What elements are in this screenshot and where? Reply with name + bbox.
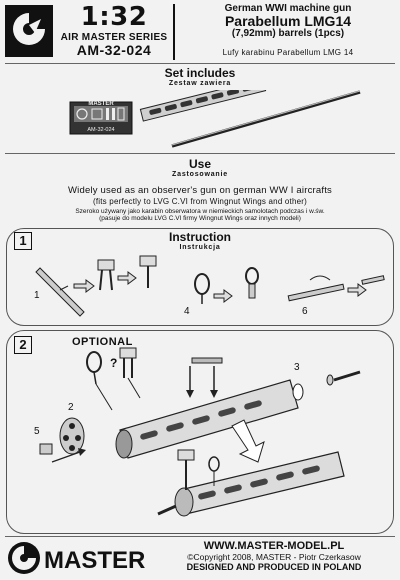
instruction-heading: Instruction Instrukcja	[100, 230, 300, 251]
leader-line	[95, 383, 113, 411]
leader-line	[127, 377, 141, 399]
label-part-4: 4	[184, 306, 190, 317]
fret-code: AM-32-024	[87, 127, 114, 133]
part-2-end-plate	[59, 417, 85, 455]
step-2-box: 2	[14, 336, 32, 354]
divider	[5, 536, 395, 537]
footer-brand: MASTER	[44, 547, 145, 574]
website-link[interactable]: WWW.MASTER-MODEL.PL	[203, 540, 345, 552]
arrow-icon	[213, 289, 233, 303]
label-part-6: 6	[302, 306, 308, 317]
set-includes-heading: Set includes Zestaw zawiera	[100, 66, 300, 87]
part-1-sight-strip	[35, 267, 85, 317]
divider	[5, 153, 395, 154]
assembly-diagram	[39, 347, 361, 517]
part-3-muzzle	[292, 370, 361, 401]
fret-brand: MASTER	[88, 101, 114, 107]
assembled-gun	[157, 449, 345, 517]
series-label: AIR MASTER SERIES	[60, 32, 168, 43]
arrow-icon	[73, 279, 95, 293]
question-mark: ?	[110, 356, 118, 370]
master-logo-icon	[5, 5, 53, 57]
title-line-2: Parabellum LMG14	[224, 13, 352, 29]
barrel-highlight	[171, 90, 361, 146]
step-1-box: 1	[14, 232, 32, 250]
instruction-frame	[6, 228, 394, 326]
label-part-2: 2	[68, 402, 74, 413]
master-footer-logo: MASTER	[8, 542, 145, 574]
optional-label: OPTIONAL	[72, 336, 133, 348]
instruction-diagram	[35, 255, 385, 317]
arrow-head-icon	[78, 448, 86, 456]
instruction-title: Instruction	[169, 230, 231, 244]
photo-etch-fret	[69, 101, 133, 135]
optional-ring-sight	[86, 351, 102, 385]
arrow-icon	[51, 451, 81, 463]
down-arrows	[186, 357, 223, 398]
title-line-1: German WWI machine gun	[224, 3, 352, 14]
use-subtitle: Zastosowanie	[172, 171, 228, 178]
set-parts-illustration: MASTER AM-32-024	[69, 90, 361, 148]
step-2-frame	[6, 330, 394, 534]
barrel	[171, 90, 361, 148]
optional-rear-sight	[119, 347, 137, 378]
title-line-3: (7,92mm) barrels (1pcs)	[231, 28, 345, 39]
folded-sight	[97, 259, 115, 291]
jacket-upper	[115, 379, 299, 459]
big-arrow-icon	[231, 419, 265, 463]
barrel-jacket	[139, 90, 267, 122]
use-description: Widely used as an observer's gun on germ…	[8, 185, 392, 222]
title-polish: Lufy karabinu Parabellum LMG 14	[222, 48, 354, 57]
set-includes-title: Set includes	[164, 66, 236, 80]
arrow-icon	[117, 271, 137, 285]
ring-sight-folded	[245, 267, 259, 299]
instruction-subtitle: Instrukcja	[179, 244, 221, 251]
use-title: Use	[188, 157, 211, 171]
use-line-3: Szeroko używany jako karabin obserwatora…	[75, 208, 325, 215]
header: 1:32 AIR MASTER SERIES AM-32-024 German …	[0, 0, 400, 62]
copyright-text: ©Copyright 2008, MASTER - Piotr Czerkaso…	[187, 552, 361, 562]
label-part-5: 5	[34, 426, 40, 437]
scale-label: 1:32	[80, 2, 148, 32]
footer-info: WWW.MASTER-MODEL.PL ©Copyright 2008, MAS…	[150, 540, 398, 572]
use-line-1: Widely used as an observer's gun on germ…	[67, 185, 332, 196]
divider	[5, 63, 395, 64]
part-5-plate	[39, 443, 53, 455]
made-in-text: DESIGNED AND PRODUCED IN POLAND	[186, 562, 362, 572]
product-title: German WWI machine gun Parabellum LMG14 …	[180, 2, 396, 57]
header-divider	[173, 4, 175, 60]
part-4-ring-sight	[194, 273, 210, 304]
use-line-2: (fits perfectly to LVG C.VI from Wingnut…	[93, 197, 307, 206]
part-6-barrel	[287, 275, 385, 302]
product-code: AM-32-024	[76, 42, 152, 58]
assembled-rear-sight	[139, 255, 157, 288]
label-part-3: 3	[294, 362, 300, 373]
label-part-1: 1	[34, 290, 40, 301]
use-heading: Use Zastosowanie	[100, 157, 300, 178]
use-line-4: (pasuje do modelu LVG C.VI firmy Wingnut…	[99, 215, 301, 222]
set-includes-subtitle: Zestaw zawiera	[168, 80, 232, 87]
